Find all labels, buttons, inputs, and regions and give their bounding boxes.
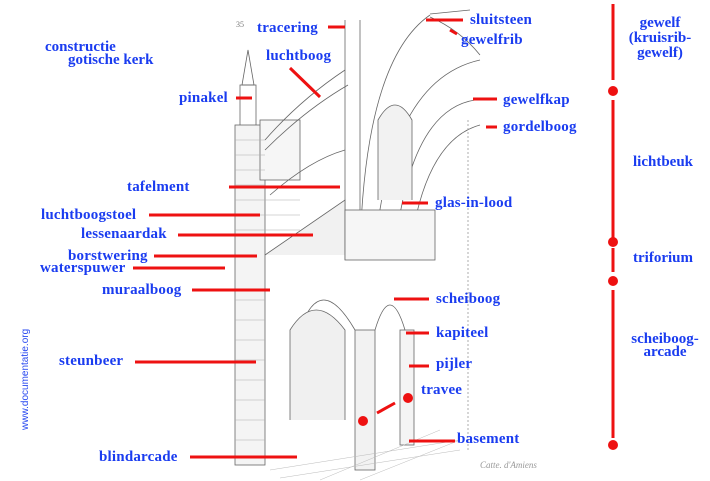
- zone-scheiboog-arcade-line2: arcade: [643, 344, 687, 360]
- lean-to-roof: [264, 199, 346, 256]
- label-glas-in-lood: glas-in-lood: [435, 195, 513, 211]
- vault-rib: [359, 14, 431, 251]
- label-sluitsteen: sluitsteen: [470, 12, 532, 28]
- triforium-gallery: [344, 209, 436, 261]
- flying-buttress-upper: [264, 69, 346, 141]
- flying-buttress-upper-inner: [264, 84, 349, 151]
- plate-number: 35: [236, 20, 244, 29]
- label-gewelfrib: gewelfrib: [461, 32, 523, 48]
- zone-lichtbeuk-line1: lichtbeuk: [632, 154, 693, 170]
- zone-gewelf-line1: gewelf: [639, 15, 681, 31]
- pointer-gewelfrib: [449, 28, 458, 36]
- label-blindarcade: blindarcade: [99, 449, 178, 465]
- label-steunbeer: steunbeer: [59, 353, 124, 369]
- label-luchtboogstoel: luchtboogstoel: [41, 207, 137, 223]
- artist-signature: Catte. d'Amiens: [480, 460, 537, 470]
- pointer-travee: [376, 401, 396, 415]
- label-luchtboog: luchtboog: [266, 48, 332, 64]
- aisle-window: [289, 309, 346, 420]
- zone-gewelf-line2: (kruisrib-: [628, 30, 692, 46]
- diagram-title-line1: constructie: [45, 39, 116, 55]
- travee-markers: [358, 393, 413, 426]
- label-gordelboog: gordelboog: [503, 119, 577, 135]
- pointer-luchtboog: [288, 66, 322, 99]
- label-tracering: tracering: [257, 20, 318, 36]
- label-lessenaardak: lessenaardak: [81, 226, 167, 242]
- cathedral-illustration: [234, 9, 481, 481]
- label-gewelfkap: gewelfkap: [503, 92, 570, 108]
- diagram-title-line2: gotische kerk: [68, 52, 154, 68]
- zone-scheiboog-arcade-line1: scheiboog-: [631, 331, 699, 347]
- label-muraalboog: muraalboog: [102, 282, 182, 298]
- label-travee: travee: [421, 382, 463, 398]
- pinnacle-spire: [241, 49, 255, 86]
- label-pinakel: pinakel: [179, 90, 228, 106]
- buttress-tower: [234, 124, 266, 466]
- zone-label-scheiboog-arcade: scheiboog- arcade: [620, 331, 710, 360]
- zone-gewelf-line3: gewelf): [637, 45, 683, 61]
- arcade-arch: [374, 304, 406, 331]
- floor-tiles: [269, 429, 461, 481]
- zone-triforium-line1: triforium: [633, 250, 693, 266]
- label-waterspuwer: waterspuwer: [40, 260, 126, 276]
- travee-marker-back: [403, 393, 413, 403]
- zone-divider-3: [608, 276, 618, 286]
- zone-divider-1: [608, 86, 618, 96]
- pinnacle-shaft: [239, 84, 257, 131]
- zone-divider-2: [608, 237, 618, 247]
- clerestory-window: [377, 104, 413, 200]
- label-kapiteel: kapiteel: [436, 325, 489, 341]
- pier-front: [354, 329, 376, 471]
- brick-hatching: [235, 139, 300, 441]
- pointer-lines: [133, 18, 497, 459]
- zone-scale: [608, 4, 618, 450]
- buttress-upper: [259, 119, 301, 181]
- label-basement: basement: [457, 431, 520, 447]
- pier-back: [399, 329, 415, 446]
- watermark-url[interactable]: www.documentatie.org: [20, 328, 31, 430]
- travee-marker-front: [358, 416, 368, 426]
- zone-divider-4: [608, 440, 618, 450]
- zone-label-triforium: triforium: [623, 251, 703, 266]
- label-scheiboog: scheiboog: [436, 291, 501, 307]
- label-pijler: pijler: [436, 356, 473, 372]
- label-tafelment: tafelment: [127, 179, 190, 195]
- zone-label-lichtbeuk: lichtbeuk: [623, 155, 703, 170]
- label-borstwering: borstwering: [68, 248, 148, 264]
- zone-label-gewelf: gewelf (kruisrib- gewelf): [625, 16, 695, 61]
